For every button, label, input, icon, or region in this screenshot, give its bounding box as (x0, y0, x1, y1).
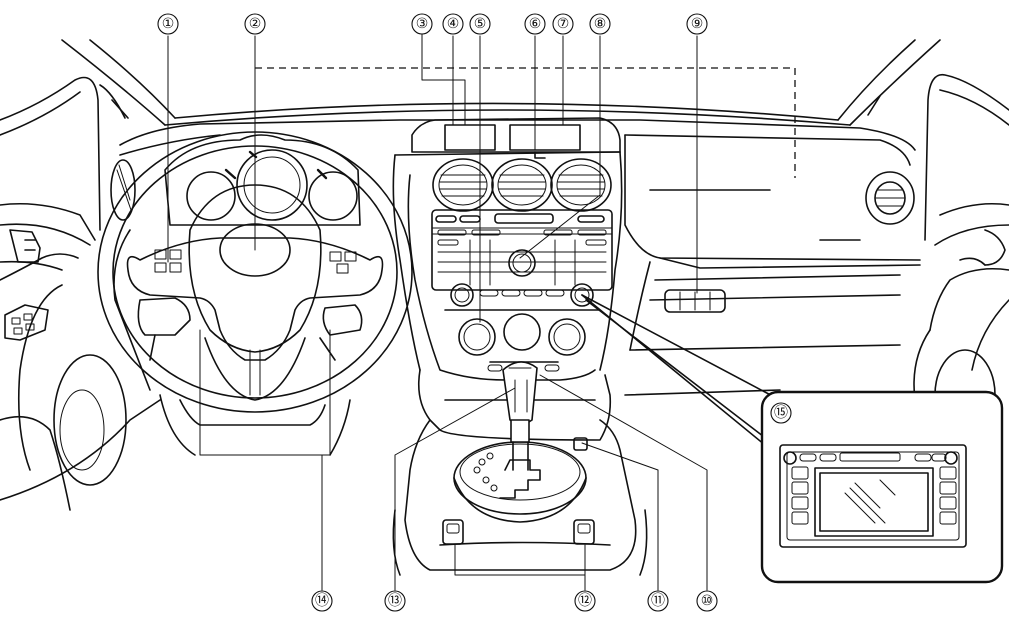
callout-10: ⑩ (696, 590, 718, 612)
callout-label-7: ⑦ (557, 16, 570, 32)
callout-5: ⑤ (469, 13, 491, 35)
callout-11: ⑪ (647, 590, 669, 612)
callout-label-3: ③ (416, 16, 429, 32)
callout-label-2: ② (249, 16, 262, 32)
lower-dash-left (159, 394, 351, 456)
callout-label-1: ① (162, 16, 175, 32)
climate-controls (444, 283, 601, 372)
callout-2: ② (244, 13, 266, 35)
center-vents (432, 158, 612, 212)
callout-8: ⑧ (589, 13, 611, 35)
leader-lines (167, 35, 708, 591)
callout-3: ③ (411, 13, 433, 35)
zoom-lines (581, 294, 781, 446)
callout-1: ① (157, 13, 179, 35)
callout-9: ⑨ (686, 13, 708, 35)
callout-label-15: ⑮ (774, 405, 788, 421)
shift-lever (502, 361, 538, 471)
audio-unit (431, 209, 613, 291)
callout-7: ⑦ (552, 13, 574, 35)
callout-label-9: ⑨ (691, 16, 704, 32)
callout-12: ⑫ (574, 590, 596, 612)
dashboard-body (119, 119, 921, 396)
callout-label-8: ⑧ (594, 16, 607, 32)
callout-label-11: ⑪ (651, 593, 665, 609)
callout-13: ⑬ (384, 590, 406, 612)
upper-displays (411, 117, 621, 159)
bracket-3-9 (255, 29, 796, 178)
windshield-frame (61, 39, 941, 126)
instrument-cluster (164, 134, 361, 226)
callout-6: ⑥ (524, 13, 546, 35)
callout-4: ④ (442, 13, 464, 35)
callout-15: ⑮ (770, 402, 792, 424)
callout-label-5: ⑤ (474, 16, 487, 32)
callout-label-6: ⑥ (529, 16, 542, 32)
callout-label-12: ⑫ (578, 593, 592, 609)
inset-audio-unit (760, 390, 1004, 584)
callout-label-14: ⑭ (315, 593, 329, 609)
callout-label-10: ⑩ (701, 593, 714, 609)
callout-label-4: ④ (447, 16, 460, 32)
callout-14: ⑭ (311, 590, 333, 612)
glove-box (664, 289, 726, 313)
left-door (0, 76, 161, 511)
right-door (865, 73, 1009, 441)
callout-label-13: ⑬ (388, 593, 402, 609)
